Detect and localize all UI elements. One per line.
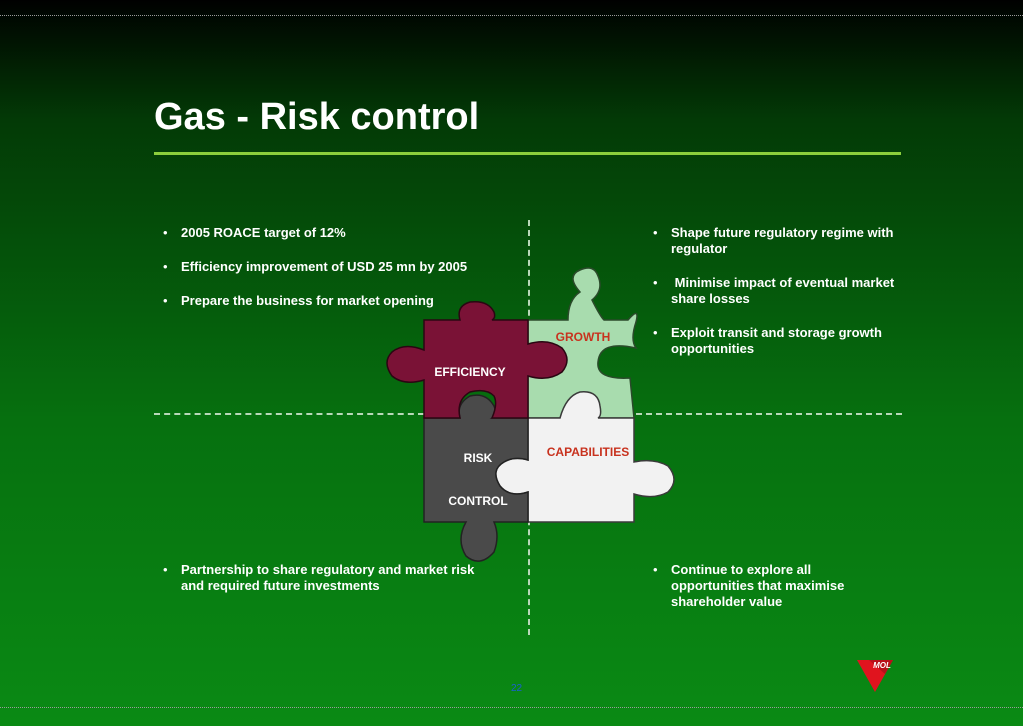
bullet-item: Minimise impact of eventual market share… <box>644 275 904 307</box>
bottom-dotted-line <box>0 707 1023 708</box>
label-efficiency: EFFICIENCY <box>434 365 505 379</box>
label-risk: RISK <box>464 451 493 465</box>
logo-text: MOL <box>873 661 891 670</box>
page-number: 22 <box>511 683 523 694</box>
puzzle-piece-efficiency <box>386 300 568 419</box>
bullet-item: Efficiency improvement of USD 25 mn by 2… <box>154 259 514 275</box>
top-left-bullets: 2005 ROACE target of 12% Efficiency impr… <box>154 225 514 327</box>
horizontal-divider-right <box>636 413 902 415</box>
bottom-right-bullets: Continue to explore all opportunities th… <box>644 562 884 628</box>
label-capabilities: CAPABILITIES <box>547 445 629 459</box>
label-growth: GROWTH <box>556 330 611 344</box>
bullet-item: Prepare the business for market opening <box>154 293 514 309</box>
top-right-bullets: Shape future regulatory regime with regu… <box>644 225 904 375</box>
bottom-left-bullets: Partnership to share regulatory and mark… <box>154 562 484 612</box>
bullet-item: Shape future regulatory regime with regu… <box>644 225 904 257</box>
mol-logo: MOL <box>857 660 893 692</box>
bullet-item: 2005 ROACE target of 12% <box>154 225 514 241</box>
slide-title: Gas - Risk control <box>154 96 480 138</box>
horizontal-divider-left <box>154 413 424 415</box>
top-dotted-line <box>0 15 1023 16</box>
title-underline <box>154 152 901 155</box>
bullet-item: Partnership to share regulatory and mark… <box>154 562 484 594</box>
label-control: CONTROL <box>448 494 507 508</box>
bullet-item: Continue to explore all opportunities th… <box>644 562 884 610</box>
bullet-item: Exploit transit and storage growth oppor… <box>644 325 904 357</box>
puzzle-piece-growth <box>527 267 638 419</box>
puzzle-piece-risk-control <box>423 394 529 562</box>
